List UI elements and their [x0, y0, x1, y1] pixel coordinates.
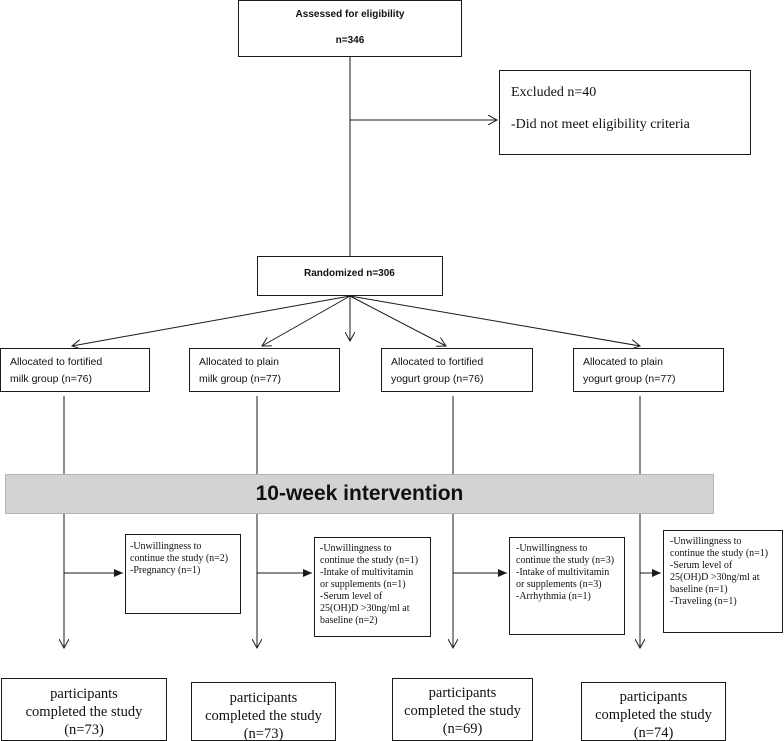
eligibility-box: Assessed for eligibility n=346	[238, 0, 462, 57]
dropout-line: baseline (n=1)	[670, 584, 728, 595]
completed-count: (n=73)	[64, 722, 104, 738]
completed-line-1: participants	[619, 689, 688, 705]
dropout-line: -Unwillingness to	[130, 541, 202, 552]
excluded-title: Excluded n=40	[511, 85, 597, 100]
dropout-line: -Unwillingness to	[320, 543, 392, 554]
dropout-line: -Pregnancy (n=1)	[130, 565, 201, 576]
allocation-box-plain-yogurt: Allocated to plain yogurt group (n=77)	[573, 348, 724, 392]
dropout-box-plain-milk: -Unwillingness to continue the study (n=…	[314, 537, 431, 637]
dropout-line: baseline (n=2)	[320, 615, 378, 626]
allocation-line-2: yogurt group (n=77)	[583, 373, 676, 385]
dropout-line: continue the study (n=1)	[320, 555, 419, 566]
dropout-line: 25(OH)D >30ng/ml at	[670, 572, 760, 583]
completed-count: (n=74)	[633, 725, 674, 741]
completed-line-1: participants	[50, 686, 118, 702]
dropout-line: 25(OH)D >30ng/ml at	[320, 603, 410, 614]
dropout-line: -Serum level of	[320, 591, 383, 602]
dropout-line: continue the study (n=2)	[130, 553, 229, 564]
dropout-line: or supplements (n=3)	[516, 579, 602, 590]
dropout-line: continue the study (n=3)	[516, 555, 615, 566]
completed-box-fortified-milk: participants completed the study (n=73)	[1, 678, 167, 741]
allocation-box-fortified-yogurt: Allocated to fortified yogurt group (n=7…	[381, 348, 533, 392]
completed-line-2: completed the study	[205, 708, 322, 724]
eligibility-count: n=346	[335, 35, 365, 46]
dropout-line: continue the study (n=1)	[670, 548, 769, 559]
allocation-line-2: yogurt group (n=76)	[391, 373, 484, 385]
completed-count: (n=69)	[442, 721, 483, 737]
allocation-line-1: Allocated to fortified	[391, 356, 484, 368]
completed-box-plain-milk: participants completed the study (n=73)	[191, 682, 336, 741]
allocation-line-2: milk group (n=76)	[10, 373, 92, 385]
dropout-box-plain-yogurt: -Unwillingness to continue the study (n=…	[663, 530, 783, 633]
allocation-line-1: Allocated to plain	[583, 356, 663, 368]
completed-box-plain-yogurt: participants completed the study (n=74)	[581, 682, 726, 741]
randomized-box: Randomized n=306	[257, 256, 443, 296]
completed-line-1: participants	[428, 685, 497, 701]
intervention-label: 10-week intervention	[255, 482, 464, 505]
connector-rand-alloc-2	[262, 295, 351, 346]
randomized-label: Randomized n=306	[304, 268, 395, 279]
allocation-line-1: Allocated to fortified	[10, 356, 103, 368]
dropout-line: -Arrhythmia (n=1)	[516, 591, 591, 602]
completed-line-2: completed the study	[595, 707, 712, 723]
completed-line-2: completed the study	[404, 703, 521, 719]
excluded-reason: -Did not meet eligibility criteria	[511, 117, 690, 132]
eligibility-title: Assessed for eligibility	[295, 9, 405, 20]
allocation-box-plain-milk: Allocated to plain milk group (n=77)	[189, 348, 340, 392]
connector-rand-alloc-4	[349, 295, 640, 346]
dropout-line: -Unwillingness to	[670, 536, 742, 547]
dropout-line: -Intake of multivitamin	[516, 567, 610, 578]
allocation-box-fortified-milk: Allocated to fortified milk group (n=76)	[0, 348, 150, 392]
dropout-line: -Traveling (n=1)	[670, 596, 737, 607]
dropout-line: -Serum level of	[670, 560, 733, 571]
completed-line-2: completed the study	[25, 704, 143, 720]
allocation-line-1: Allocated to plain	[199, 356, 279, 368]
dropout-line: -Intake of multivitamin	[320, 567, 414, 578]
dropout-line: -Unwillingness to	[516, 543, 588, 554]
connector-rand-alloc-3	[349, 295, 446, 346]
completed-box-fortified-yogurt: participants completed the study (n=69)	[392, 678, 533, 741]
excluded-box: Excluded n=40 -Did not meet eligibility …	[499, 70, 751, 155]
dropout-box-fortified-yogurt: -Unwillingness to continue the study (n=…	[509, 537, 625, 635]
completed-count: (n=73)	[243, 726, 284, 741]
connector-rand-alloc-1	[72, 295, 351, 346]
dropout-box-fortified-milk: -Unwillingness to continue the study (n=…	[125, 534, 241, 614]
completed-line-1: participants	[229, 690, 298, 706]
allocation-line-2: milk group (n=77)	[199, 373, 281, 385]
intervention-band: 10-week intervention	[5, 474, 714, 514]
dropout-line: or supplements (n=1)	[320, 579, 406, 590]
